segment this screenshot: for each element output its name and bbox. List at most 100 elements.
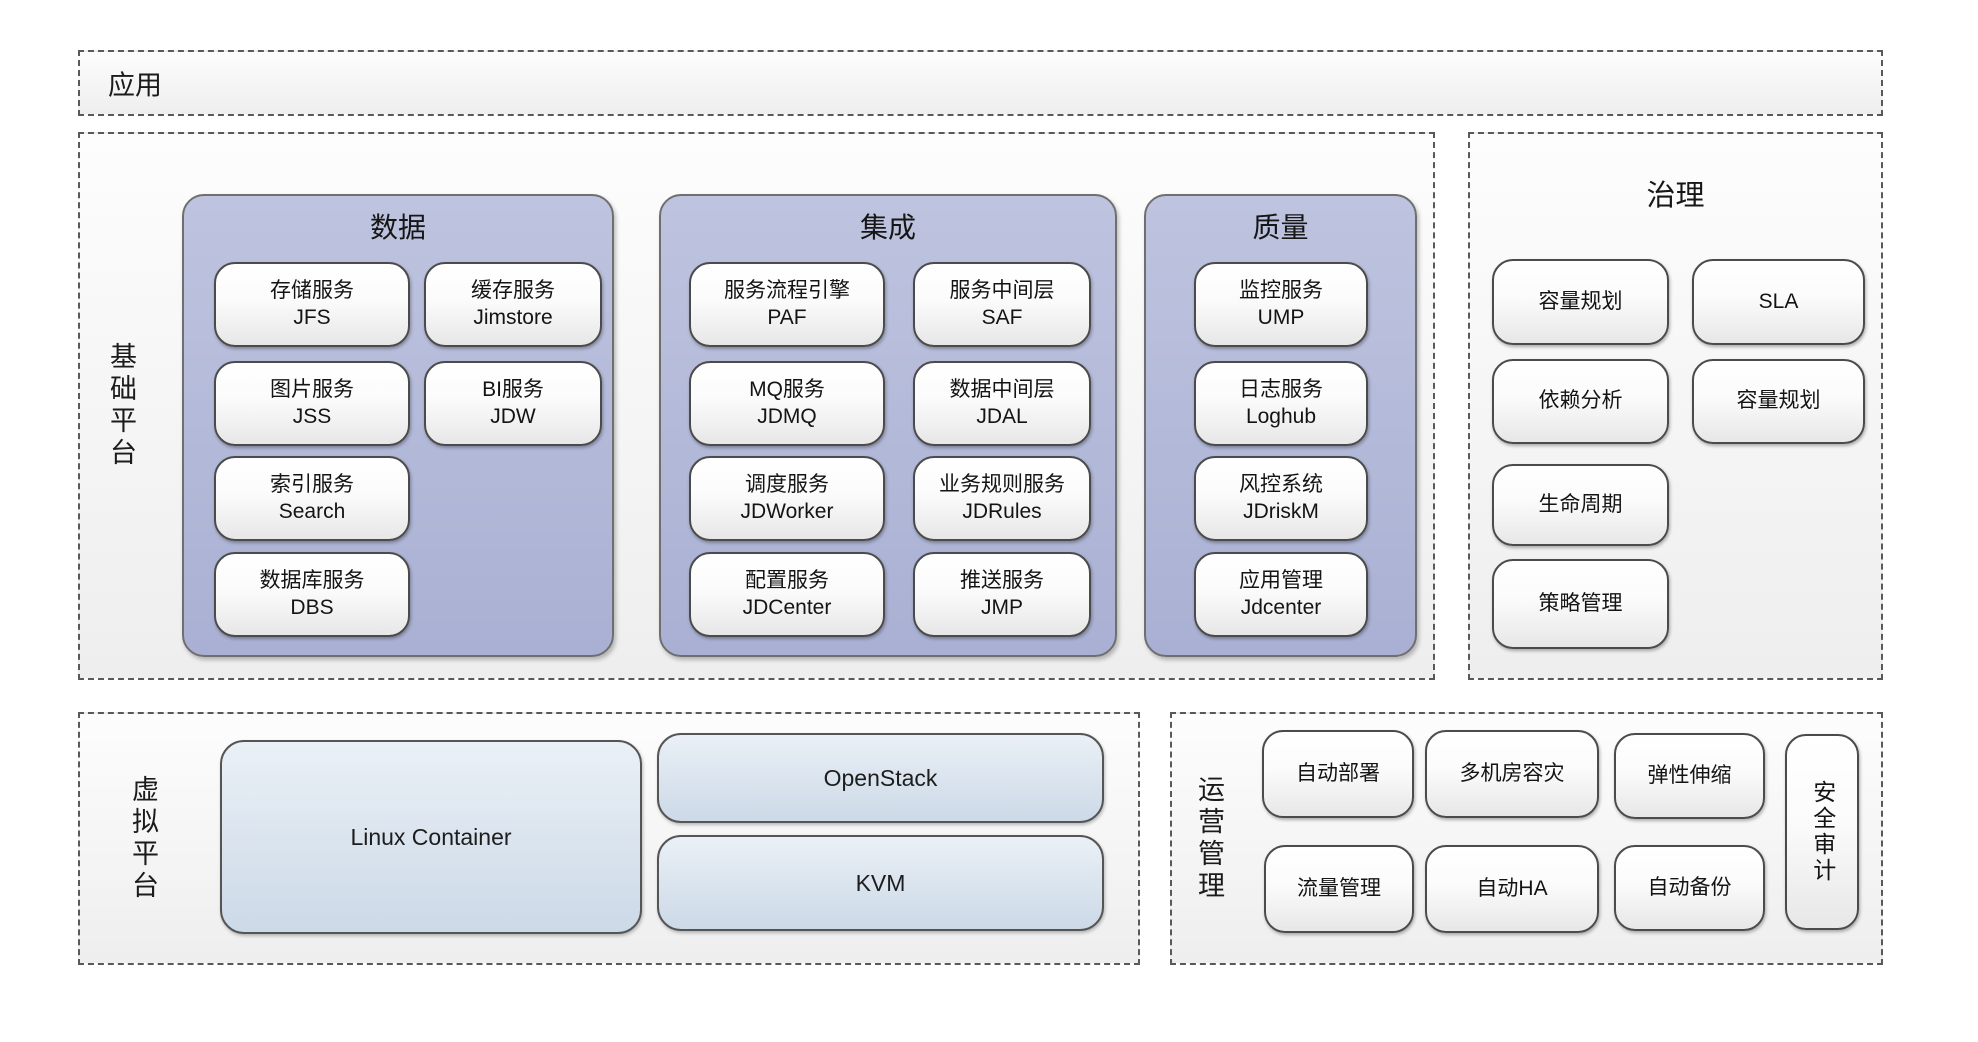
service-paf: 服务流程引擎 PAF — [689, 262, 885, 347]
service-name: 缓存服务 — [471, 278, 555, 302]
operations-management-layer: 运营管理 自动部署 多机房容灾 弹性伸缩 流量管理 自动HA 自动备份 安全审计 — [1170, 712, 1883, 965]
service-jdw: BI服务 JDW — [424, 361, 602, 446]
application-layer: 应用 — [78, 50, 1883, 116]
ops-item-label: 弹性伸缩 — [1647, 763, 1732, 787]
service-code: JDW — [490, 404, 536, 428]
service-code: JDMQ — [757, 404, 817, 428]
service-code: JDriskM — [1243, 499, 1319, 523]
service-name: 调度服务 — [745, 472, 829, 496]
service-code: JDCenter — [742, 595, 832, 619]
service-code: PAF — [767, 305, 807, 329]
service-code: JDAL — [976, 404, 1028, 428]
ops-elastic-scaling: 弹性伸缩 — [1614, 733, 1765, 819]
ops-item-label: 多机房容灾 — [1459, 761, 1565, 785]
service-code: JMP — [981, 595, 1023, 619]
ops-item-label: 自动部署 — [1296, 761, 1380, 785]
application-layer-label: 应用 — [108, 70, 162, 101]
service-loghub: 日志服务 Loghub — [1194, 361, 1368, 446]
group-quality-title: 质量 — [1252, 212, 1309, 243]
operations-management-label: 运营管理 — [1194, 774, 1224, 903]
virtual-platform-label: 虚拟平台 — [128, 774, 158, 903]
service-name: MQ服务 — [749, 377, 825, 401]
gov-lifecycle: 生命周期 — [1492, 464, 1669, 546]
service-code: UMP — [1257, 305, 1305, 329]
service-code: Search — [278, 499, 346, 523]
group-integration: 集成 服务流程引擎 PAF 服务中间层 SAF MQ服务 JDMQ 数据中间层 … — [659, 194, 1117, 657]
service-saf: 服务中间层 SAF — [913, 262, 1091, 347]
ops-item-label: 流量管理 — [1297, 876, 1381, 900]
group-integration-title: 集成 — [859, 212, 916, 243]
gov-policy-management: 策略管理 — [1492, 559, 1669, 649]
service-code: JDRules — [962, 499, 1042, 523]
virt-item-label: OpenStack — [823, 764, 938, 791]
service-jss: 图片服务 JSS — [214, 361, 410, 446]
virtual-platform-layer: 虚拟平台 Linux Container OpenStack KVM — [78, 712, 1140, 965]
gov-item-label: 容量规划 — [1538, 289, 1623, 313]
gov-capacity-planning-2: 容量规划 — [1692, 359, 1865, 444]
governance-layer: 治理 容量规划 SLA 依赖分析 容量规划 生命周期 策略管理 — [1468, 132, 1883, 680]
gov-item-label: 依赖分析 — [1538, 389, 1623, 413]
service-jdcenter: 配置服务 JDCenter — [689, 552, 885, 637]
gov-item-label: 生命周期 — [1538, 492, 1623, 516]
gov-sla: SLA — [1692, 259, 1865, 345]
service-name: 应用管理 — [1239, 568, 1323, 592]
service-name: 配置服务 — [745, 568, 829, 592]
service-name: 索引服务 — [270, 472, 354, 496]
service-jdal: 数据中间层 JDAL — [913, 361, 1091, 446]
virt-item-label: Linux Container — [350, 823, 512, 850]
gov-item-label: 容量规划 — [1736, 389, 1821, 413]
service-jdrules: 业务规则服务 JDRules — [913, 456, 1091, 541]
service-name: 服务中间层 — [949, 278, 1055, 302]
service-name: 存储服务 — [270, 278, 354, 302]
ops-item-label: 安全审计 — [1809, 780, 1836, 884]
service-name: 数据中间层 — [949, 377, 1055, 401]
virt-kvm: KVM — [657, 835, 1104, 931]
ops-auto-deploy: 自动部署 — [1262, 730, 1414, 818]
virt-openstack: OpenStack — [657, 733, 1104, 823]
service-name: 数据库服务 — [259, 568, 365, 592]
service-ump: 监控服务 UMP — [1194, 262, 1368, 347]
ops-auto-ha: 自动HA — [1425, 845, 1599, 933]
service-code: JSS — [292, 404, 332, 428]
base-platform-label: 基础平台 — [106, 342, 136, 470]
service-jfs: 存储服务 JFS — [214, 262, 410, 347]
service-name: 推送服务 — [960, 568, 1044, 592]
service-code: SAF — [981, 305, 1023, 329]
service-name: 监控服务 — [1239, 278, 1323, 302]
service-code: DBS — [290, 595, 334, 619]
base-platform-layer: 基础平台 数据 存储服务 JFS 缓存服务 Jimstore 图片服务 JSS … — [78, 132, 1435, 680]
virt-linux-container: Linux Container — [220, 740, 642, 934]
ops-security-audit: 安全审计 — [1785, 734, 1859, 930]
service-code: JFS — [293, 305, 331, 329]
gov-item-label: SLA — [1758, 289, 1799, 313]
service-name: 服务流程引擎 — [724, 278, 850, 302]
service-jmp: 推送服务 JMP — [913, 552, 1091, 637]
group-data-title: 数据 — [369, 212, 426, 243]
gov-capacity-planning-1: 容量规划 — [1492, 259, 1669, 345]
ops-item-label: 自动HA — [1476, 876, 1548, 900]
service-jdriskm: 风控系统 JDriskM — [1194, 456, 1368, 541]
service-name: 风控系统 — [1239, 472, 1323, 496]
service-name: 日志服务 — [1239, 377, 1323, 401]
service-jimstore: 缓存服务 Jimstore — [424, 262, 602, 347]
service-name: 图片服务 — [270, 377, 354, 401]
ops-traffic-management: 流量管理 — [1264, 845, 1414, 933]
ops-auto-backup: 自动备份 — [1614, 845, 1765, 931]
gov-item-label: 策略管理 — [1538, 591, 1623, 615]
service-name: 业务规则服务 — [939, 472, 1065, 496]
service-jdworker: 调度服务 JDWorker — [689, 456, 885, 541]
service-jdmq: MQ服务 JDMQ — [689, 361, 885, 446]
service-name: BI服务 — [482, 377, 544, 401]
service-code: JDWorker — [740, 499, 834, 523]
service-dbs: 数据库服务 DBS — [214, 552, 410, 637]
governance-title: 治理 — [1646, 180, 1705, 212]
ops-multi-dc-dr: 多机房容灾 — [1425, 730, 1599, 818]
virt-item-label: KVM — [855, 869, 906, 896]
gov-dependency-analysis: 依赖分析 — [1492, 359, 1669, 444]
service-code: Jimstore — [473, 305, 553, 329]
service-jdcenter-app: 应用管理 Jdcenter — [1194, 552, 1368, 637]
service-code: Loghub — [1245, 404, 1317, 428]
service-search: 索引服务 Search — [214, 456, 410, 541]
group-quality: 质量 监控服务 UMP 日志服务 Loghub 风控系统 JDriskM 应用管… — [1144, 194, 1417, 657]
